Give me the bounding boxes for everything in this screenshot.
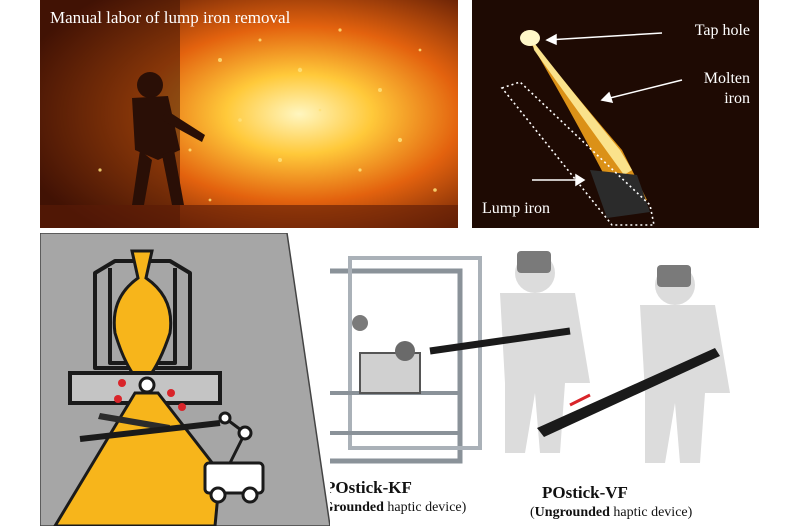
kf-stick [429,327,571,355]
furnace-schematic [40,233,330,526]
tap-hole-photo: Tap hole Molten iron Lump iron [472,0,759,228]
label-molten-iron-1: Molten [703,70,750,87]
manual-labor-scene [40,0,458,228]
vf-desc: (Ungrounded haptic device) [530,505,693,520]
label-tap-hole: Tap hole [694,22,750,39]
callout-arrows [532,32,683,187]
manual-labor-photo: Manual labor of lump iron removal [40,0,458,228]
photo-caption: Manual labor of lump iron removal [50,8,291,27]
devices-drawing [330,251,730,464]
robot-arm [203,411,265,504]
kf-desc: (Grounded haptic device) [330,500,466,516]
vf-desc-rest: haptic device) [609,505,693,520]
sparks [98,28,437,202]
kf-desc-bold: Grounded [330,500,384,515]
kf-title: POstick-KF [330,478,412,497]
vf-stick-accent [569,393,591,407]
vf-title: POstick-VF [542,483,628,502]
lump-iron-outline [500,81,655,226]
tap-hole-outlet [138,376,156,394]
tap-hole-scene [472,0,759,228]
hmd-icons [517,251,691,287]
lump-markers [114,379,186,411]
stream-core [532,40,632,175]
haptic-device-area: POstick-KF (Grounded haptic device) POst… [330,233,800,530]
lump-iron [590,170,650,218]
lump-chunk [98,413,170,431]
kf-desc-rest: haptic device) [383,500,467,515]
label-lump-iron: Lump iron [482,200,550,217]
robot-stick [79,420,221,442]
vf-stick [537,348,720,437]
tap-hole [520,30,540,46]
label-molten-iron-2: iron [724,90,750,107]
worker-silhouette [132,72,205,205]
grounded-frame [330,256,482,464]
schematic-drawing [40,233,330,526]
floor [40,205,458,228]
vf-desc-bold: Ungrounded [534,505,610,520]
